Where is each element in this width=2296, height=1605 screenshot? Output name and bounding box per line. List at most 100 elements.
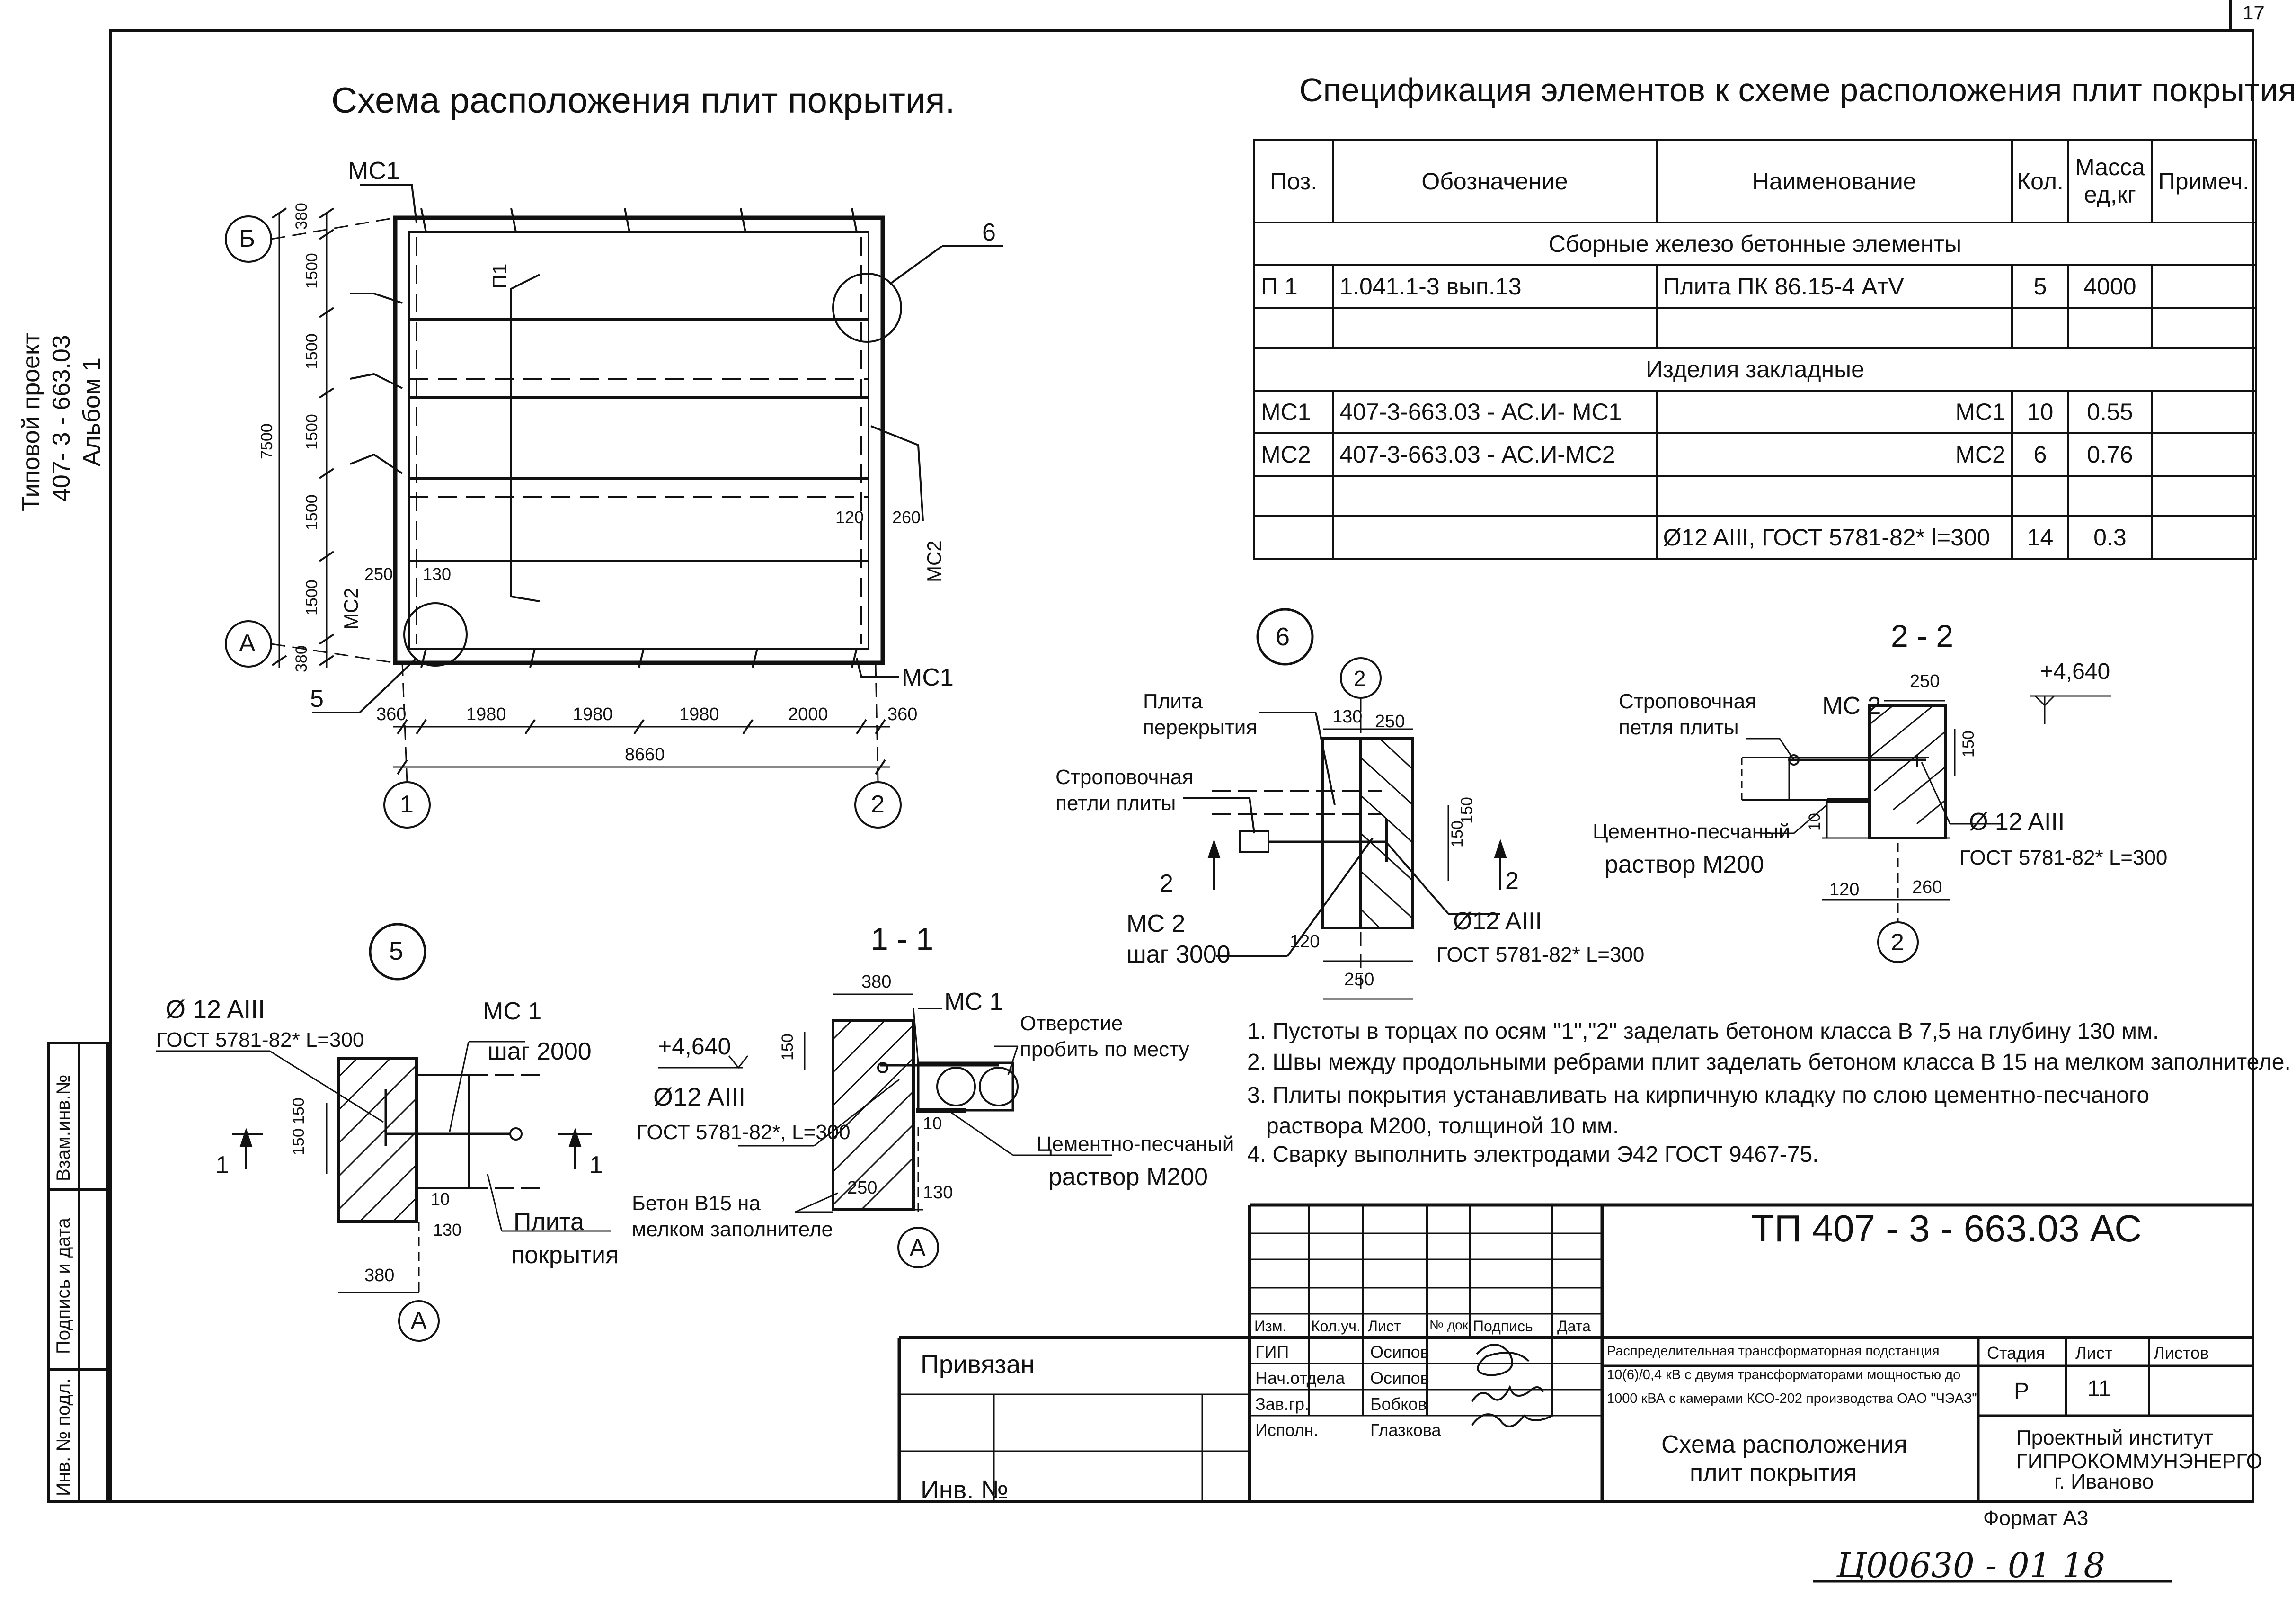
- detail-5-number: 5: [389, 937, 404, 965]
- section-2-2-loop-1: Строповочная: [1619, 690, 1757, 713]
- plan-label-ms2-right: МС2: [923, 540, 945, 582]
- dim-h-360-left: 360: [376, 704, 407, 724]
- dim-v-total: 7500: [258, 423, 276, 459]
- axis-2-label: 2: [871, 791, 885, 818]
- tb-project-3: 1000 кВА с камерами КСО-202 производства…: [1607, 1391, 1977, 1406]
- spec-cell-note: [2150, 432, 2257, 477]
- section-1-1-ms1: МС 1: [944, 988, 1003, 1016]
- detail-5-axis: А: [411, 1307, 427, 1334]
- tb-col-doc: № док.: [1429, 1318, 1472, 1332]
- section-1-1-gost: ГОСТ 5781-82*, L=300: [637, 1121, 851, 1144]
- section-2-2-rebar: Ø 12 AIII: [1969, 808, 2065, 836]
- detail-6-dim: 250: [1344, 970, 1374, 990]
- dim-v-380-bottom: 380: [293, 645, 310, 672]
- tb-project-1: Распределительная трансформаторная подст…: [1607, 1344, 1940, 1359]
- table-row: МС2 407-3-663.03 - АС.И-МС2 МС2 6 0.76: [1253, 432, 2257, 477]
- detail-5-dim: 150: [290, 1128, 308, 1155]
- stamp-podpis-data: Подпись и дата: [53, 1218, 74, 1354]
- spec-cell-name: МС2: [1655, 432, 2013, 477]
- spec-section-embedded: Изделия закладные: [1253, 347, 2257, 392]
- table-row: П 1 1.041.1-3 вып.13 Плита ПК 86.15-4 Aт…: [1253, 264, 2257, 309]
- spec-cell-name: Плита ПК 86.15-4 AтV: [1655, 264, 2013, 309]
- detail-6-dim: 250: [1375, 712, 1405, 731]
- detail-5-rebar: Ø 12 AIII: [166, 995, 266, 1024]
- tb-sheets-label: Листов: [2154, 1343, 2209, 1363]
- dim-260: 260: [892, 508, 921, 527]
- spec-cell-name: Ø12 AIII, ГОСТ 5781-82* l=300: [1655, 515, 2013, 560]
- detail-6-ms2: МС 2: [1126, 910, 1186, 937]
- section-2-2-drawing: [1741, 695, 2111, 963]
- spec-cell-pos: [1253, 515, 1334, 560]
- tb-institute-2: ГИПРОКОММУНЭНЕРГО: [2016, 1450, 2262, 1473]
- axis-a-label: А: [239, 630, 256, 657]
- section-1-1-mortar-2: раствор М200: [1048, 1163, 1208, 1191]
- dim-v-1500-1: 1500: [303, 253, 321, 289]
- plan-label-p1: П1: [488, 263, 511, 289]
- tb-name-3: Бобков: [1370, 1394, 1427, 1414]
- dim-h-360-right: 360: [887, 704, 918, 724]
- spec-cell-note: [2150, 264, 2257, 309]
- detail-6-dim: 150: [1458, 797, 1476, 824]
- node-5-callout: 5: [310, 685, 324, 713]
- plan-label-ms2-left: МС2: [340, 588, 362, 630]
- tb-inv-number: Инв. №: [921, 1476, 1009, 1504]
- detail-5-dim: 10: [431, 1189, 450, 1209]
- tb-col-date: Дата: [1557, 1318, 1591, 1335]
- tb-col-izm: Изм.: [1254, 1318, 1287, 1335]
- tb-sheet-title-2: плит покрытия: [1690, 1459, 1857, 1487]
- dim-v-1500-3: 1500: [303, 414, 321, 450]
- sheet-corner-number: 17: [2243, 1, 2265, 24]
- spec-cell-code: 407-3-663.03 - АС.И-МС2: [1332, 432, 1658, 477]
- section-1-1-dim: 130: [923, 1183, 953, 1203]
- detail-6-slab-2: перекрытия: [1143, 716, 1258, 739]
- spec-header-note: Примеч.: [2150, 139, 2257, 223]
- stamp-vzam-inv: Взам.инв.№: [53, 1074, 74, 1181]
- handwritten-code: Ц00630 - 01 18: [1836, 1545, 2106, 1585]
- tb-role-head: Нач.отдела: [1255, 1368, 1345, 1388]
- tb-institute-1: Проектный институт: [2016, 1426, 2214, 1449]
- spec-cell-mass: 0.76: [2067, 432, 2153, 477]
- section-2-2-dim: 120: [1829, 880, 1860, 900]
- detail-6-rebar: Ø12 AIII: [1453, 908, 1542, 935]
- plan-title: Схема расположения плит покрытия.: [331, 80, 955, 121]
- stamp-inv-podl: Инв. № подл.: [53, 1378, 74, 1496]
- detail-6-drawing: [1183, 608, 1507, 1000]
- dim-h-1980-3: 1980: [679, 704, 719, 724]
- detail-5-gost: ГОСТ 5781-82* L=300: [156, 1028, 364, 1052]
- table-row: Ø12 AIII, ГОСТ 5781-82* l=300 14 0.3: [1253, 515, 2257, 560]
- detail-5-slab-2: покрытия: [511, 1241, 619, 1269]
- dim-h-1980-1: 1980: [466, 704, 506, 724]
- section-2-2-dim: 10: [1806, 813, 1824, 831]
- spec-cell-mass: 0.55: [2067, 390, 2153, 434]
- section-1-1-mortar-1: Цементно-песчаный: [1037, 1132, 1234, 1156]
- section-2-2-title: 2 - 2: [1891, 618, 1954, 653]
- dim-250: 250: [364, 564, 393, 584]
- tb-stage-label: Стадия: [1987, 1343, 2045, 1363]
- spec-table: Поз. Обозначение Наименование Кол. Масса…: [1253, 139, 2257, 560]
- spec-header-mass: Масса ед,кг: [2067, 139, 2153, 223]
- detail-6-step: шаг 3000: [1126, 941, 1231, 968]
- note-4: 4. Сварку выполнить электродами Э42 ГОСТ…: [1247, 1142, 1819, 1167]
- tb-col-kolu: Кол.уч.: [1311, 1318, 1361, 1335]
- section-1-1-level: +4,640: [658, 1033, 731, 1060]
- drawing-frame: [109, 29, 2254, 1503]
- detail-6-cut-left: 2: [1160, 870, 1173, 897]
- spec-cell-qty: 5: [2011, 264, 2070, 309]
- detail-5-drawing: [156, 923, 611, 1342]
- tb-institute-3: г. Иваново: [2054, 1470, 2154, 1493]
- note-1: 1. Пустоты в торцах по осям "1","2" заде…: [1247, 1019, 2159, 1044]
- corner-divider: [2229, 0, 2232, 29]
- section-1-1-dim: 10: [923, 1114, 942, 1133]
- section-2-2-ms2: МС 2: [1822, 692, 1881, 720]
- spec-cell-name: МС1: [1655, 390, 2013, 434]
- detail-6-dim: 150: [1448, 820, 1466, 847]
- section-2-2-dim: 260: [1912, 877, 1942, 897]
- section-1-1-dim: 380: [861, 972, 892, 992]
- spec-cell-code: 1.041.1-3 вып.13: [1332, 264, 1658, 309]
- section-2-2-dim: 150: [1959, 731, 1977, 758]
- section-1-1-dim: 150: [779, 1034, 797, 1061]
- section-1-1-concrete-2: мелком заполнителе: [632, 1218, 833, 1241]
- detail-6-gost: ГОСТ 5781-82* L=300: [1436, 943, 1645, 966]
- left-stamp-row-line: [47, 1368, 109, 1371]
- section-1-1-rebar: Ø12 AIII: [653, 1083, 746, 1111]
